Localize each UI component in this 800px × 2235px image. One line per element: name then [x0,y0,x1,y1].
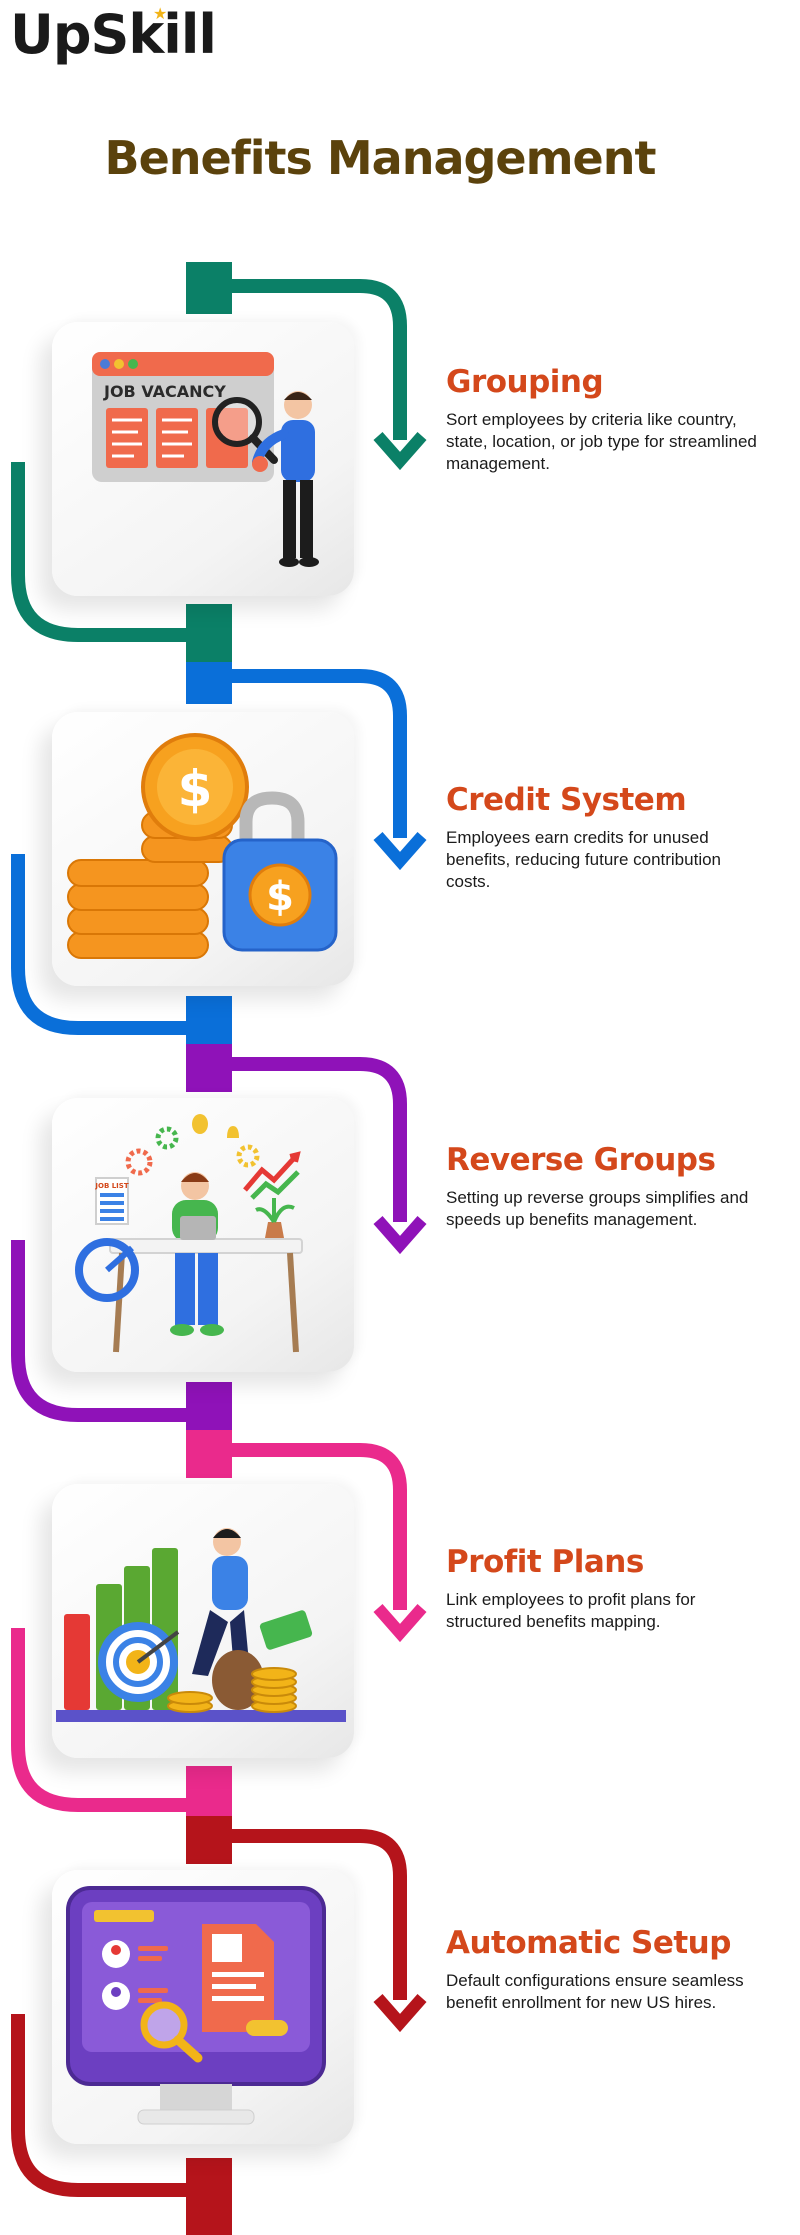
connector-step-5 [11,1816,427,2235]
step-4-description: Link employees to profit plans for struc… [446,1590,696,1632]
step-3-text: Reverse Groups Setting up reverse groups… [446,1143,766,1231]
step-3-card: JOB LIST [52,1098,354,1372]
svg-text:$: $ [266,874,294,920]
page-title: Benefits Management [104,130,657,185]
logo-text: UpSkill [10,3,217,66]
connector-step-4 [11,1430,427,1816]
step-2-text: Credit System Employees earn credits for… [446,783,766,893]
star-icon: ★ [153,4,167,23]
step-3-title: Reverse Groups [446,1142,716,1178]
step-1-card: JOB VACANCY [52,322,354,596]
step-4-text: Profit Plans Link employees to profit pl… [446,1545,766,1633]
coins-lock-illustration: $ $ [67,733,338,959]
desk-worker-illustration: JOB LIST [75,1114,303,1353]
step-1-description: Sort employees by criteria like country,… [446,410,757,474]
growth-chart-illustration [56,1528,346,1722]
step-5-text: Automatic Setup Default configurations e… [446,1926,766,2014]
svg-text:$: $ [178,760,213,818]
job-list-text: JOB LIST [94,1182,128,1190]
upskill-logo[interactable]: UpSkill★ [10,4,217,62]
step-2-description: Employees earn credits for unused benefi… [446,828,722,892]
step-5-title: Automatic Setup [446,1925,731,1961]
step-1-title: Grouping [446,364,604,400]
connector-step-2 [11,662,427,1044]
step-4-title: Profit Plans [446,1544,644,1580]
connector-step-3 [11,1044,427,1430]
step-3-description: Setting up reverse groups simplifies and… [446,1188,749,1230]
connector-step-1 [11,262,427,662]
step-4-card [52,1484,354,1758]
step-5-description: Default configurations ensure seamless b… [446,1971,744,2013]
step-2-title: Credit System [446,782,687,818]
job-vacancy-illustration: JOB VACANCY [92,352,319,567]
step-1-text: Grouping Sort employees by criteria like… [446,365,766,475]
monitor-profile-illustration [66,1886,326,2125]
job-vacancy-text: JOB VACANCY [103,382,226,401]
step-2-card: $ $ [52,712,354,986]
step-5-card [52,1870,354,2144]
